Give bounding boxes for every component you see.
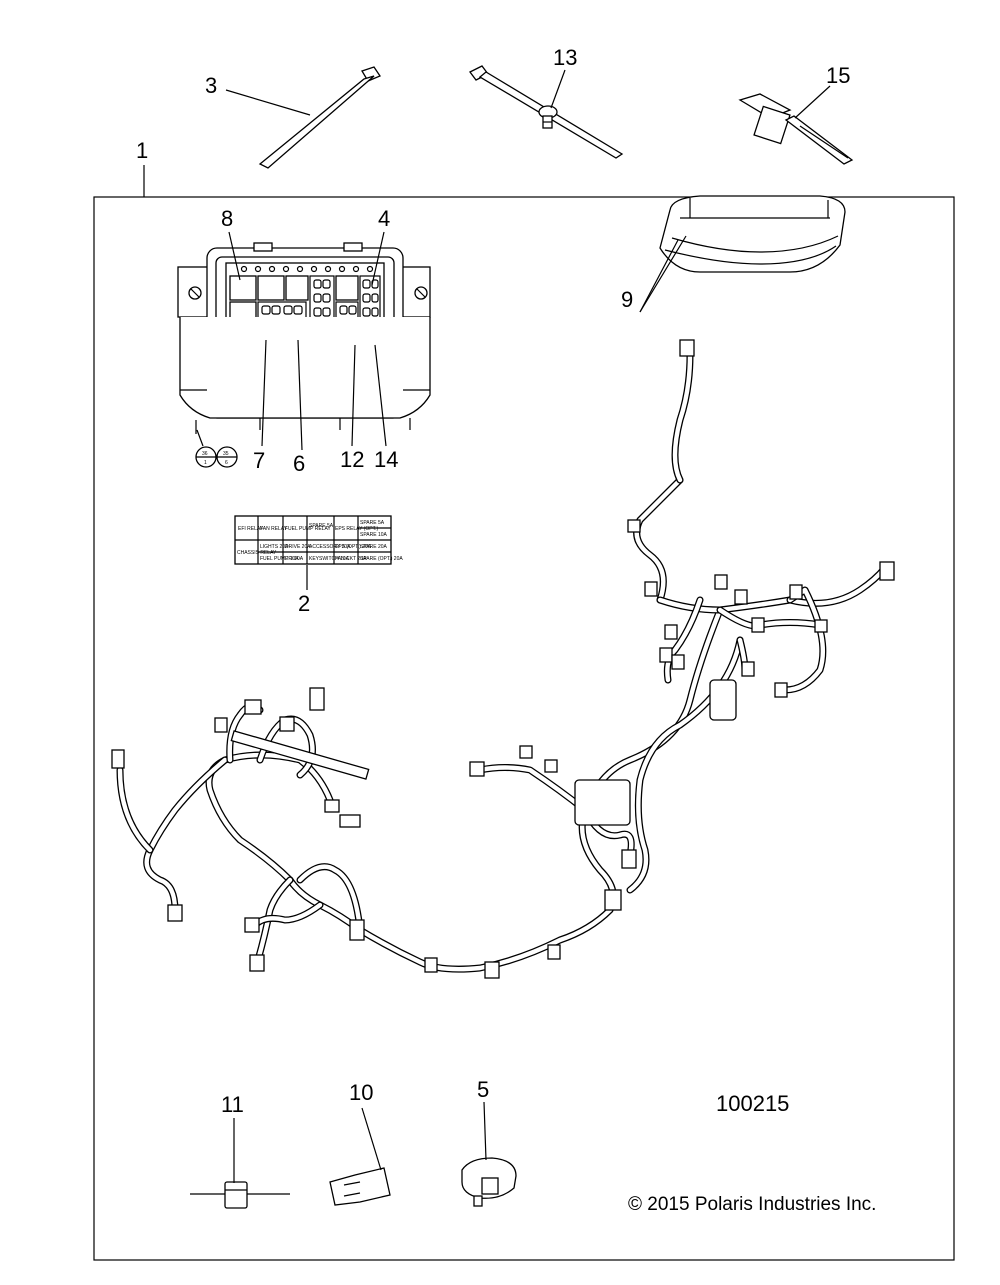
leader-5 <box>483 1101 487 1161</box>
leader-9 <box>639 235 687 313</box>
copyright: © 2015 Polaris Industries Inc. <box>628 1194 876 1215</box>
svg-text:LIGHTS 20A: LIGHTS 20A <box>260 544 289 550</box>
callout-3: 3 <box>205 73 217 98</box>
callout-13: 13 <box>553 45 577 70</box>
figure-number: 100215 <box>716 1091 789 1116</box>
leader-15 <box>794 85 831 119</box>
svg-text:FAN RELAY: FAN RELAY <box>260 526 288 532</box>
callout-4: 4 <box>378 206 390 231</box>
svg-text:FAN CKT 20A: FAN CKT 20A <box>335 556 367 562</box>
svg-text:CHASSIS RELAY: CHASSIS RELAY <box>237 550 277 556</box>
svg-text:ACCESSORY 20A: ACCESSORY 20A <box>309 544 351 550</box>
callout-2: 2 <box>298 591 310 616</box>
svg-text:FUEL PUMP RELAY: FUEL PUMP RELAY <box>285 526 331 532</box>
callout-14: 14 <box>374 447 398 472</box>
callout-9: 9 <box>621 287 633 312</box>
callout-5: 5 <box>477 1077 489 1102</box>
pin-badges: 36 1 35 6 <box>195 429 238 468</box>
badge-left-top: 36 <box>202 451 208 457</box>
svg-text:DRIVE 20A: DRIVE 20A <box>285 544 311 550</box>
svg-text:EFI RELAY: EFI RELAY <box>238 526 264 532</box>
callout-10: 10 <box>349 1080 373 1105</box>
terminal-part-10 <box>329 1167 391 1206</box>
leader-3 <box>225 89 311 116</box>
connector-part-5 <box>461 1157 517 1207</box>
leader-12 <box>351 344 356 447</box>
svg-text:SPARE 5A: SPARE 5A <box>309 523 334 529</box>
leader-13 <box>550 69 566 109</box>
harness-connectors <box>111 339 895 979</box>
callout-6: 6 <box>293 451 305 476</box>
callout-7: 7 <box>253 448 265 473</box>
svg-text:EPS (OPT.) 20A: EPS (OPT.) 20A <box>335 544 372 550</box>
leader-14 <box>374 344 387 447</box>
leader-10 <box>361 1107 382 1171</box>
svg-text:SPARE 20A: SPARE 20A <box>360 544 388 550</box>
callout-1: 1 <box>136 138 148 163</box>
callout-15: 15 <box>826 63 850 88</box>
svg-text:SPARE (OPT.) 20A: SPARE (OPT.) 20A <box>360 556 403 562</box>
kit-frame <box>93 196 955 1261</box>
svg-text:EPS RELAY (OPT.): EPS RELAY (OPT.) <box>335 526 378 532</box>
badge-right-bottom: 6 <box>225 460 228 466</box>
main-wiring-harness <box>116 351 889 973</box>
push-mount-tie-part-13 <box>469 65 624 159</box>
callout-8: 8 <box>221 206 233 231</box>
leader-4 <box>371 231 385 286</box>
svg-text:FUEL PUMP 10A: FUEL PUMP 10A <box>260 556 299 562</box>
callout-12: 12 <box>340 447 364 472</box>
grommet-part-11 <box>190 1181 290 1209</box>
leader-8 <box>228 231 241 281</box>
clip-tie-part-15 <box>738 93 854 165</box>
leader-9b <box>639 239 679 313</box>
cable-tie-part-3 <box>258 66 381 169</box>
svg-text:KEYSWITCH 10A: KEYSWITCH 10A <box>309 556 350 562</box>
svg-text:EFI 10A: EFI 10A <box>285 556 304 562</box>
fuse-box-cover-part-9 <box>659 195 846 273</box>
badge-left-bottom: 1 <box>204 460 207 466</box>
fuse-box: 20 <box>177 242 431 434</box>
leader-6 <box>297 339 303 451</box>
fuse-label-part-2: EFI RELAY FAN RELAY FUEL PUMP RELAY SPAR… <box>234 515 403 565</box>
svg-text:SPARE 5A: SPARE 5A <box>360 520 385 526</box>
svg-text:SPARE 10A: SPARE 10A <box>360 532 388 538</box>
badge-right-top: 35 <box>223 451 229 457</box>
callout-11: 11 <box>221 1092 244 1117</box>
leader-7 <box>261 339 267 447</box>
